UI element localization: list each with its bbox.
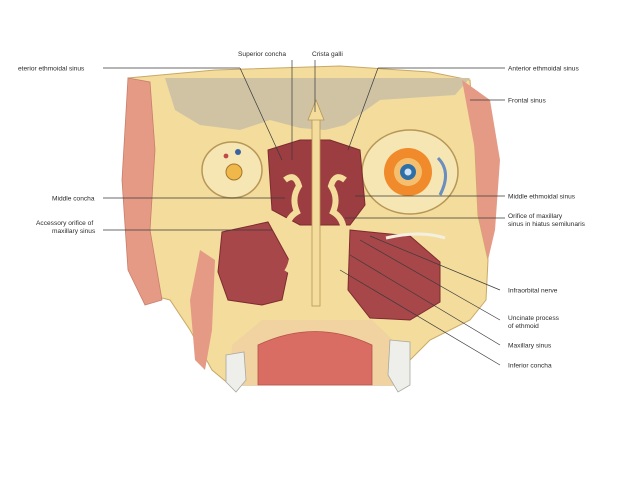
left-maxillary-sinus xyxy=(217,221,291,306)
label-accessory-orifice-line2: maxillary sinus xyxy=(52,228,96,235)
label-crista-galli: Crista galli xyxy=(312,51,343,58)
label-infraorbital-nerve: Infraorbital nerve xyxy=(508,288,558,295)
label-maxillary-sinus: Maxillary sinus xyxy=(508,343,552,350)
label-inferior-concha: Inferior concha xyxy=(508,363,552,370)
anatomy-illustration xyxy=(121,65,500,393)
left-facial-muscle-outer xyxy=(190,250,215,370)
label-superior-concha: Superior concha xyxy=(238,51,286,58)
label-uncinate-line2: of ethmoid xyxy=(508,323,539,330)
label-orifice-maxillary-line1: Orifice of maxillary xyxy=(508,213,563,220)
right-maxillary-sinus xyxy=(347,229,441,321)
infraorbital-nerve-line xyxy=(385,232,446,240)
label-middle-ethmoidal-sinus: Middle ethmoidal sinus xyxy=(508,194,576,201)
left-conchae xyxy=(283,174,303,274)
nasal-septum xyxy=(311,117,321,307)
left-orbit-structure xyxy=(225,163,243,181)
label-anterior-ethmoidal-sinus: Anterior ethmoidal sinus xyxy=(508,66,579,73)
left-facial-muscle xyxy=(121,77,163,306)
label-frontal-sinus: Frontal sinus xyxy=(508,98,546,105)
tongue xyxy=(257,331,373,386)
right-facial-muscle xyxy=(462,80,500,260)
left-tooth xyxy=(225,351,247,393)
leader-lines xyxy=(103,60,505,366)
label-accessory-orifice-line1: Accessory orifice of xyxy=(36,220,93,227)
labels: eterior ethmoidal sinus Superior concha … xyxy=(18,51,586,370)
label-orifice-maxillary-line2: sinus in hiatus semilunaris xyxy=(508,221,586,228)
label-uncinate-line1: Uncinate process xyxy=(508,315,560,322)
crista-galli-shape xyxy=(307,98,325,121)
right-tooth xyxy=(387,339,411,393)
label-middle-concha: Middle concha xyxy=(52,196,95,203)
label-posterior-ethmoidal-sinus: eterior ethmoidal sinus xyxy=(18,66,85,73)
right-conchae xyxy=(327,174,347,274)
